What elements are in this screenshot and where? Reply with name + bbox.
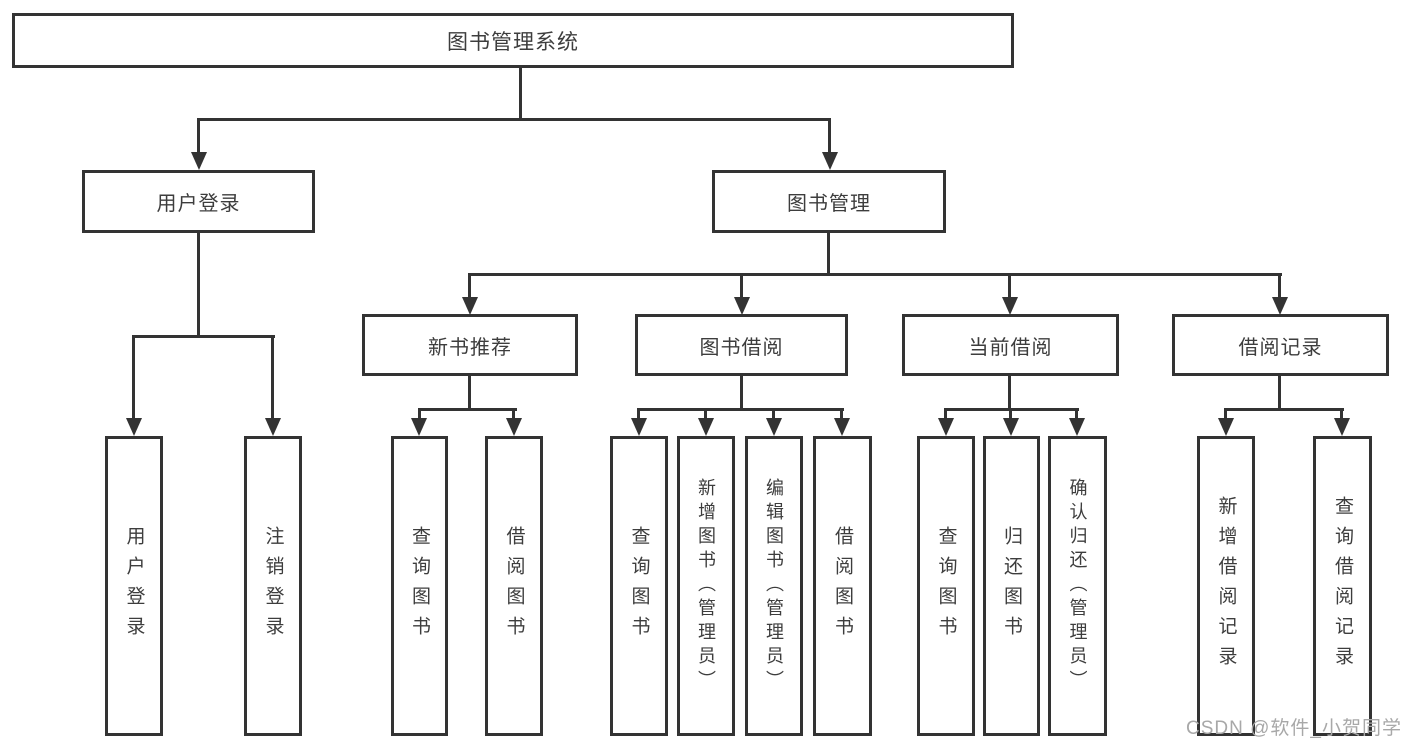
connector-line (944, 411, 947, 420)
connector-line (418, 408, 517, 411)
connector-line (828, 121, 831, 153)
connector-line (519, 68, 522, 121)
leaf-logout: 注销登录 (244, 436, 302, 736)
node-root: 图书管理系统 (12, 13, 1014, 68)
connector-line (1008, 276, 1011, 298)
node-borrow-records: 借阅记录 (1172, 314, 1389, 376)
connector-line (1278, 376, 1281, 411)
connector-line (512, 411, 515, 420)
arrow-down-icon (1272, 297, 1288, 315)
connector-line (1075, 411, 1078, 420)
connector-line (1340, 411, 1343, 420)
arrow-down-icon (1003, 418, 1019, 436)
node-new-book-recommend: 新书推荐 (362, 314, 578, 376)
leaf-query-books-borrow: 查询图书 (610, 436, 668, 736)
leaf-confirm-return-admin: 确认归还（管理员） (1048, 436, 1107, 736)
connector-line (1009, 411, 1012, 420)
connector-line (1224, 408, 1344, 411)
arrow-down-icon (265, 418, 281, 436)
arrow-down-icon (734, 297, 750, 315)
arrow-down-icon (126, 418, 142, 436)
arrow-down-icon (631, 418, 647, 436)
connector-line (840, 411, 843, 420)
watermark: CSDN @软件_小贺同学 (1186, 718, 1402, 739)
arrow-down-icon (766, 418, 782, 436)
connector-line (740, 376, 743, 411)
arrow-down-icon (1218, 418, 1234, 436)
arrow-down-icon (411, 418, 427, 436)
connector-line (418, 411, 421, 420)
connector-line (132, 338, 135, 419)
leaf-query-borrow-record: 查询借阅记录 (1313, 436, 1372, 736)
connector-line (1008, 376, 1011, 411)
connector-line (772, 411, 775, 420)
connector-line (1224, 411, 1227, 420)
connector-line (468, 273, 1282, 276)
leaf-edit-book-admin: 编辑图书（管理员） (745, 436, 803, 736)
arrow-down-icon (938, 418, 954, 436)
connector-line (740, 276, 743, 298)
arrow-down-icon (822, 152, 838, 170)
arrow-down-icon (1002, 297, 1018, 315)
connector-line (468, 276, 471, 298)
connector-line (197, 118, 831, 121)
connector-line (197, 121, 200, 153)
connector-line (637, 408, 844, 411)
arrow-down-icon (698, 418, 714, 436)
connector-line (468, 376, 471, 411)
connector-line (827, 233, 830, 276)
node-user-login: 用户登录 (82, 170, 315, 233)
leaf-query-books-current: 查询图书 (917, 436, 975, 736)
connector-line (132, 335, 275, 338)
connector-line (944, 408, 1079, 411)
arrow-down-icon (1069, 418, 1085, 436)
leaf-borrow-books-recommend: 借阅图书 (485, 436, 543, 736)
leaf-return-book: 归还图书 (983, 436, 1040, 736)
connector-line (1278, 276, 1281, 298)
connector-line (271, 338, 274, 419)
arrow-down-icon (462, 297, 478, 315)
node-book-management: 图书管理 (712, 170, 946, 233)
leaf-query-books-recommend: 查询图书 (391, 436, 448, 736)
leaf-borrow-books-borrow: 借阅图书 (813, 436, 872, 736)
arrow-down-icon (1334, 418, 1350, 436)
leaf-user-login: 用户登录 (105, 436, 163, 736)
connector-line (197, 233, 200, 338)
connector-line (637, 411, 640, 420)
arrow-down-icon (506, 418, 522, 436)
leaf-add-book-admin: 新增图书（管理员） (677, 436, 735, 736)
node-current-borrow: 当前借阅 (902, 314, 1119, 376)
arrow-down-icon (191, 152, 207, 170)
node-book-borrow: 图书借阅 (635, 314, 848, 376)
connector-line (704, 411, 707, 420)
arrow-down-icon (834, 418, 850, 436)
leaf-add-borrow-record: 新增借阅记录 (1197, 436, 1255, 736)
